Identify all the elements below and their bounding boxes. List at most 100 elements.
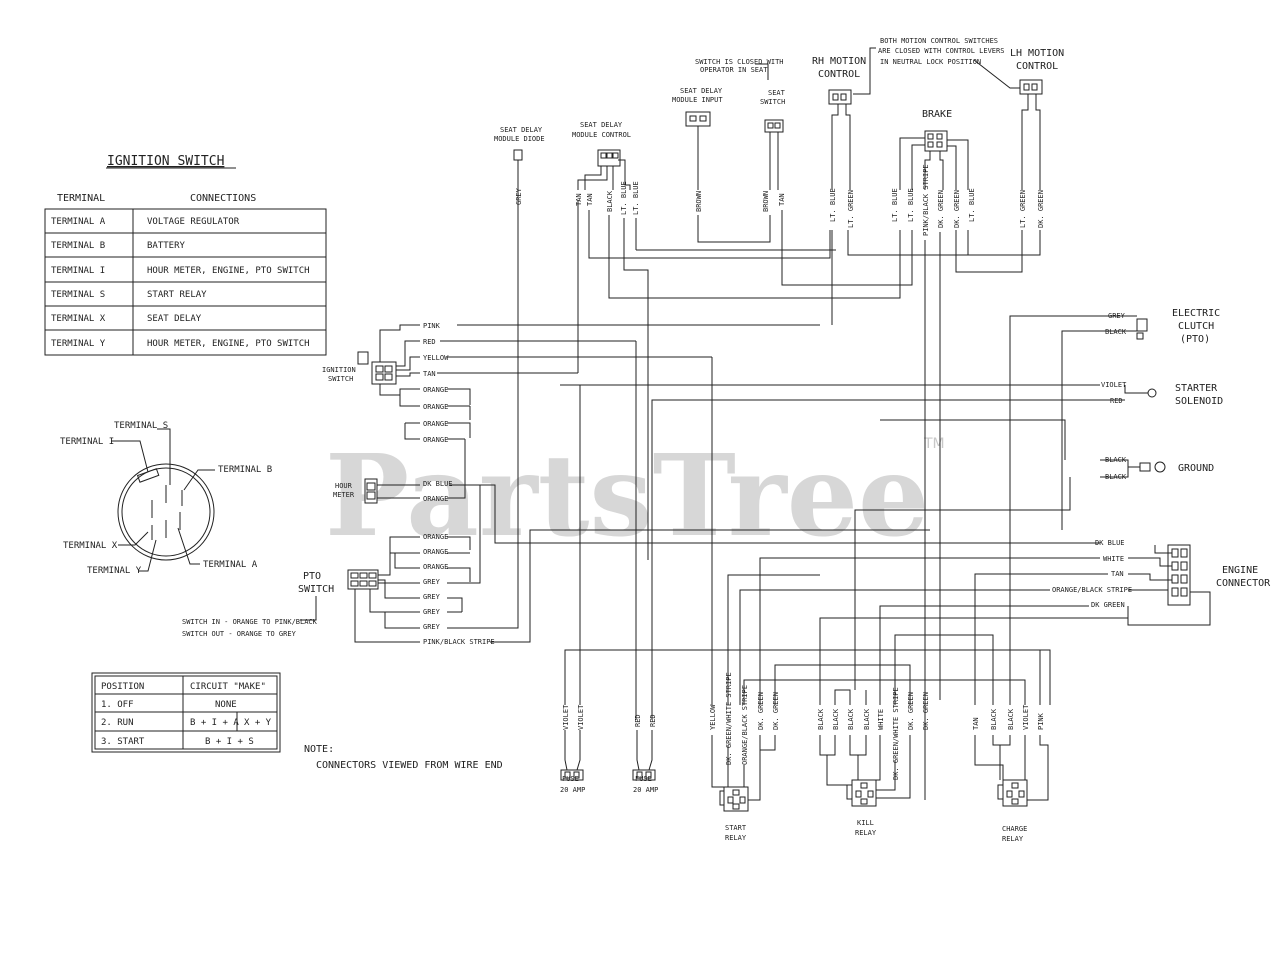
ignition-row-connection: START RELAY (147, 290, 207, 300)
wire-label: BLACK (1007, 708, 1015, 730)
ignition-row-terminal: TERMINAL X (51, 314, 106, 324)
terminal-y-label: TERMINAL Y (87, 566, 142, 576)
position-row: 2. RUN (101, 718, 134, 728)
wire-label: VIOLET (562, 704, 570, 730)
ignition-switch-label: SWITCH (328, 375, 353, 383)
ignition-switch-table: IGNITION SWITCH TERMINAL CONNECTIONS TER… (44, 154, 327, 356)
electric-clutch-label: CLUTCH (1178, 321, 1214, 332)
position-table: POSITION CIRCUIT "MAKE" 1. OFF NONE 2. R… (91, 672, 281, 753)
wire-label: DK BLUE (1095, 539, 1125, 547)
engine-connector-label: ENGINE (1222, 565, 1258, 576)
seat-delay-diode-label: MODULE DIODE (494, 135, 545, 143)
note-title: NOTE: (304, 744, 334, 755)
right-wires (560, 315, 1211, 720)
ignition-row-terminal: TERMINAL S (51, 290, 105, 300)
bottom-wires (727, 574, 1128, 705)
start-relay-label: RELAY (725, 834, 747, 842)
wire-label: BROWN (762, 191, 770, 212)
wire-label: ORANGE/BLACK STRIPE (741, 685, 749, 765)
engine-connector-label: CONNECTOR (1216, 578, 1271, 589)
wire-label: TAN (778, 193, 786, 206)
wire-label: LT. BLUE (968, 188, 976, 222)
position-row: 3. START (101, 737, 145, 747)
wire-label: BLACK (817, 708, 825, 730)
fuse-label: 20 AMP (633, 786, 658, 794)
starter-solenoid-label: STARTER (1175, 383, 1218, 394)
starter-solenoid-label: SOLENOID (1175, 396, 1223, 407)
hour-meter-connector: HOUR METER (333, 478, 378, 504)
wire-label: LT. BLUE (620, 181, 628, 215)
wire-label: ORANGE (423, 563, 448, 571)
ignition-row-connection: BATTERY (147, 241, 186, 251)
wire-label: LT. GREEN (1019, 190, 1027, 228)
terminal-b-label: TERMINAL B (218, 465, 272, 475)
top-wires (517, 160, 1041, 735)
hour-meter-label: METER (333, 491, 355, 499)
wire-label: DK. GREEN (1037, 190, 1045, 228)
seat-delay-input: SEAT DELAY MODULE INPUT (672, 87, 723, 190)
position-circuit: B + I + S (205, 737, 254, 747)
wire-label: DK. GREEN (907, 692, 915, 730)
seat-delay-input-label: SEAT DELAY (680, 87, 723, 95)
terminal-x-label: TERMINAL X (63, 541, 118, 551)
seat-delay-control-label: MODULE CONTROL (572, 131, 631, 139)
wire-label: GREY (423, 608, 441, 616)
seat-delay-control-label: SEAT DELAY (580, 121, 623, 129)
wire-label: BLACK (990, 708, 998, 730)
seat-switch-note: SWITCH IS CLOSED WITH (695, 58, 784, 66)
wire-label: VIOLET (577, 704, 585, 730)
lh-motion-control: LH MOTION CONTROL (973, 48, 1064, 190)
wire-label: YELLOW (423, 354, 449, 362)
wire-label: DK. GREEN/WHITE STRIPE (725, 672, 733, 765)
ignition-row-connection: HOUR METER, ENGINE, PTO SWITCH (147, 339, 310, 349)
position-col-position: POSITION (101, 682, 144, 692)
wire-label: LT. GREEN (847, 190, 855, 228)
wire-label: GREY (423, 623, 441, 631)
pto-switch-label: SWITCH (298, 584, 334, 595)
wire-label: DK. GREEN (953, 190, 961, 228)
wire-label: PINK/BLACK STRIPE (423, 638, 495, 646)
wire-label: YELLOW (709, 704, 717, 730)
wire-label: ORANGE (423, 436, 448, 444)
wire-label: PINK (423, 322, 441, 330)
wire-label: DK. GREEN/WHITE STRIPE (892, 687, 900, 780)
seat-delay-diode: SEAT DELAY MODULE DIODE (494, 126, 545, 161)
ignition-col-terminal: TERMINAL (57, 193, 105, 204)
bottom-wire-labels: VIOLET VIOLET RED RED YELLOW DK. GREEN/W… (562, 672, 1045, 780)
ignition-row-terminal: TERMINAL A (51, 217, 106, 227)
wire-label: DK GREEN (1091, 601, 1125, 609)
wire-label: TAN (586, 193, 594, 206)
seat-switch-label: SWITCH (760, 98, 785, 106)
wire-label: DK. GREEN (922, 692, 930, 730)
hour-meter-label: HOUR (335, 482, 353, 490)
position-row: 1. OFF (101, 700, 134, 710)
ignition-row-connection: HOUR METER, ENGINE, PTO SWITCH (147, 266, 310, 276)
wire-label: BLACK (1105, 328, 1127, 336)
wire-label: LT. BLUE (632, 181, 640, 215)
wire-label: PINK (1037, 712, 1045, 730)
wire-label: BLACK (847, 708, 855, 730)
wire-label: BROWN (695, 191, 703, 212)
wire-label: GREY (423, 593, 441, 601)
wire-label: LT. BLUE (891, 188, 899, 222)
wire-label: WHITE (1103, 555, 1124, 563)
position-col-circuit: CIRCUIT "MAKE" (190, 682, 266, 692)
terminal-i-label: TERMINAL I (60, 437, 114, 447)
seat-switch: SWITCH IS CLOSED WITH OPERATOR IN SEAT S… (695, 58, 786, 190)
start-relay-label: START (725, 824, 747, 832)
pto-switch-label: PTO (303, 571, 321, 582)
fuse-label: FUSE (562, 775, 579, 783)
kill-relay-label: RELAY (855, 829, 877, 837)
ignition-row-connection: SEAT DELAY (147, 314, 202, 324)
ignition-row-connection: VOLTAGE REGULATOR (147, 217, 240, 227)
lh-motion-label: LH MOTION (1010, 48, 1064, 59)
brake-label: BRAKE (922, 109, 952, 120)
ignition-table-title: IGNITION SWITCH (107, 154, 224, 169)
kill-relay: KILL RELAY (819, 735, 926, 837)
wire-label: PINK/BLACK STRIPE (922, 164, 930, 236)
wire-label: BLACK (606, 190, 614, 212)
engine-connector: ENGINE CONNECTOR (1167, 544, 1271, 606)
wire-label: DK. GREEN (757, 692, 765, 730)
terminal-a-label: TERMINAL A (203, 560, 258, 570)
wire-label: DK BLUE (423, 480, 453, 488)
